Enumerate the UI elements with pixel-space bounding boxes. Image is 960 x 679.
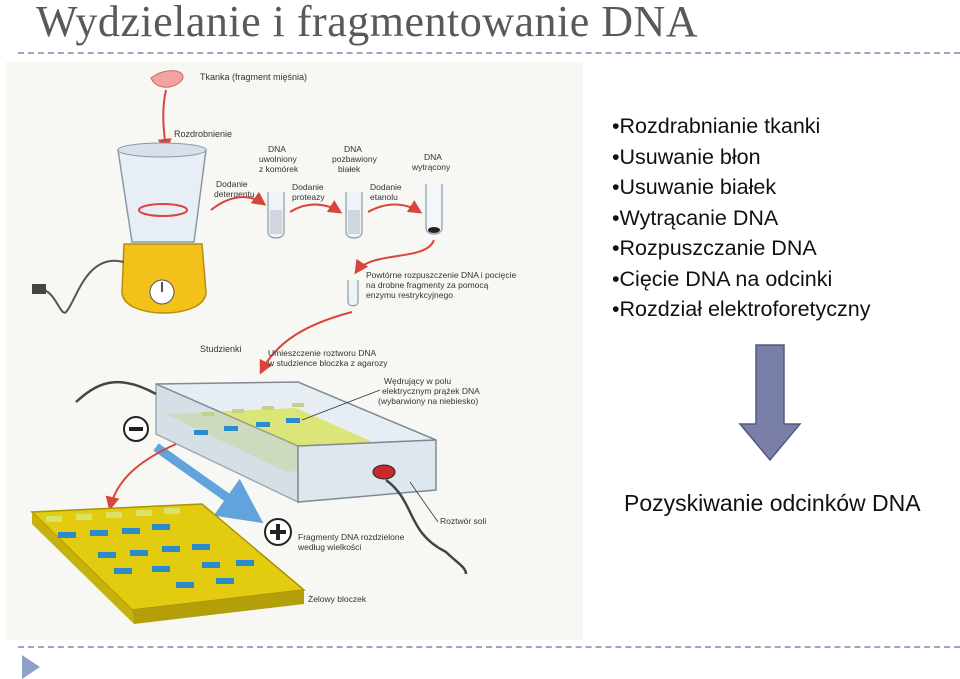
precip-label-1: DNA [424, 152, 442, 162]
fragments-label-1: Fragmenty DNA rozdzielone [298, 532, 405, 542]
ethanol-label-2: etanolu [370, 192, 398, 202]
step-item: •Cięcie DNA na odcinki [612, 264, 870, 295]
top-divider [18, 52, 960, 54]
step-item: •Usuwanie białek [612, 172, 870, 203]
down-arrow-icon [738, 344, 802, 464]
band-label-1: Wędrujący w polu [384, 376, 451, 386]
precip-label-2: wytrącony [411, 162, 451, 172]
arrow-detergent [211, 197, 264, 210]
placement-label-1: Umieszczenie roztworu DNA [268, 348, 376, 358]
slide-title: Wydzielanie i fragmentowanie DNA [36, 0, 698, 47]
minus-electrode-icon [124, 417, 148, 441]
salt-label: Roztwór soli [440, 516, 486, 526]
redissolve-label-2: na drobne fragmenty za pomocą [366, 280, 489, 290]
wells-label: Studzienki [200, 344, 242, 354]
play-icon[interactable] [22, 655, 40, 679]
band-label-2: elektrycznym prążek DNA [382, 386, 480, 396]
ethanol-label-1: Dodanie [370, 182, 402, 192]
gel-block [32, 504, 304, 624]
arrow-tissue [163, 90, 166, 150]
step-item: •Rozpuszczanie DNA [612, 233, 870, 264]
arrow-ethanol [368, 205, 420, 213]
svg-text:Powtórne rozpuszczenie DNA i p: Powtórne rozpuszczenie DNA i pocięciena … [366, 270, 517, 300]
released-label-1: DNA [268, 144, 286, 154]
test-tube-3 [426, 184, 442, 234]
process-steps-list: •Rozdrabnianie tkanki •Usuwanie błon •Us… [612, 111, 870, 325]
small-tube [348, 280, 358, 306]
released-label-3: z komórek [259, 164, 299, 174]
released-label-2: uwolniony [259, 154, 298, 164]
arrow-redissolve [356, 240, 434, 272]
bottom-divider [18, 646, 960, 648]
noprotein-label-1: DNA [344, 144, 362, 154]
protease-label-2: proteazy [292, 192, 325, 202]
plus-electrode-icon [265, 519, 291, 545]
redissolve-label-1: Powtórne rozpuszczenie DNA i pocięcie [366, 270, 517, 280]
test-tube-1 [268, 192, 284, 238]
redissolve-label-3: enzymu restrykcyjnego [366, 290, 453, 300]
tissue-sample [151, 71, 183, 88]
protease-label-1: Dodanie [292, 182, 324, 192]
step-item: •Rozdrabnianie tkanki [612, 111, 870, 142]
blender-icon [32, 143, 206, 313]
band-label-3: (wybarwiony na niebiesko) [378, 396, 478, 406]
result-caption: Pozyskiwanie odcinków DNA [624, 490, 921, 517]
dna-isolation-figure: Tkanka (fragment mięśnia) Rozdrobnienie … [6, 62, 583, 640]
gel-block-label: Żelowy bloczek [308, 594, 367, 604]
noprotein-label-3: białek [338, 164, 361, 174]
tissue-label: Tkanka (fragment mięśnia) [200, 72, 307, 82]
placement-label-2: w studzience bloczka z agarozy [267, 358, 388, 368]
fragments-label-2: według wielkości [297, 542, 361, 552]
noprotein-label-2: pozbawiony [332, 154, 378, 164]
step-item: •Wytrącanie DNA [612, 203, 870, 234]
step-item: •Rozdział elektroforetyczny [612, 294, 870, 325]
step-item: •Usuwanie błon [612, 142, 870, 173]
arrow-protease [290, 205, 340, 213]
grinding-label: Rozdrobnienie [174, 129, 232, 139]
test-tube-2 [346, 192, 362, 238]
detergent-label-1: Dodanie [216, 179, 248, 189]
